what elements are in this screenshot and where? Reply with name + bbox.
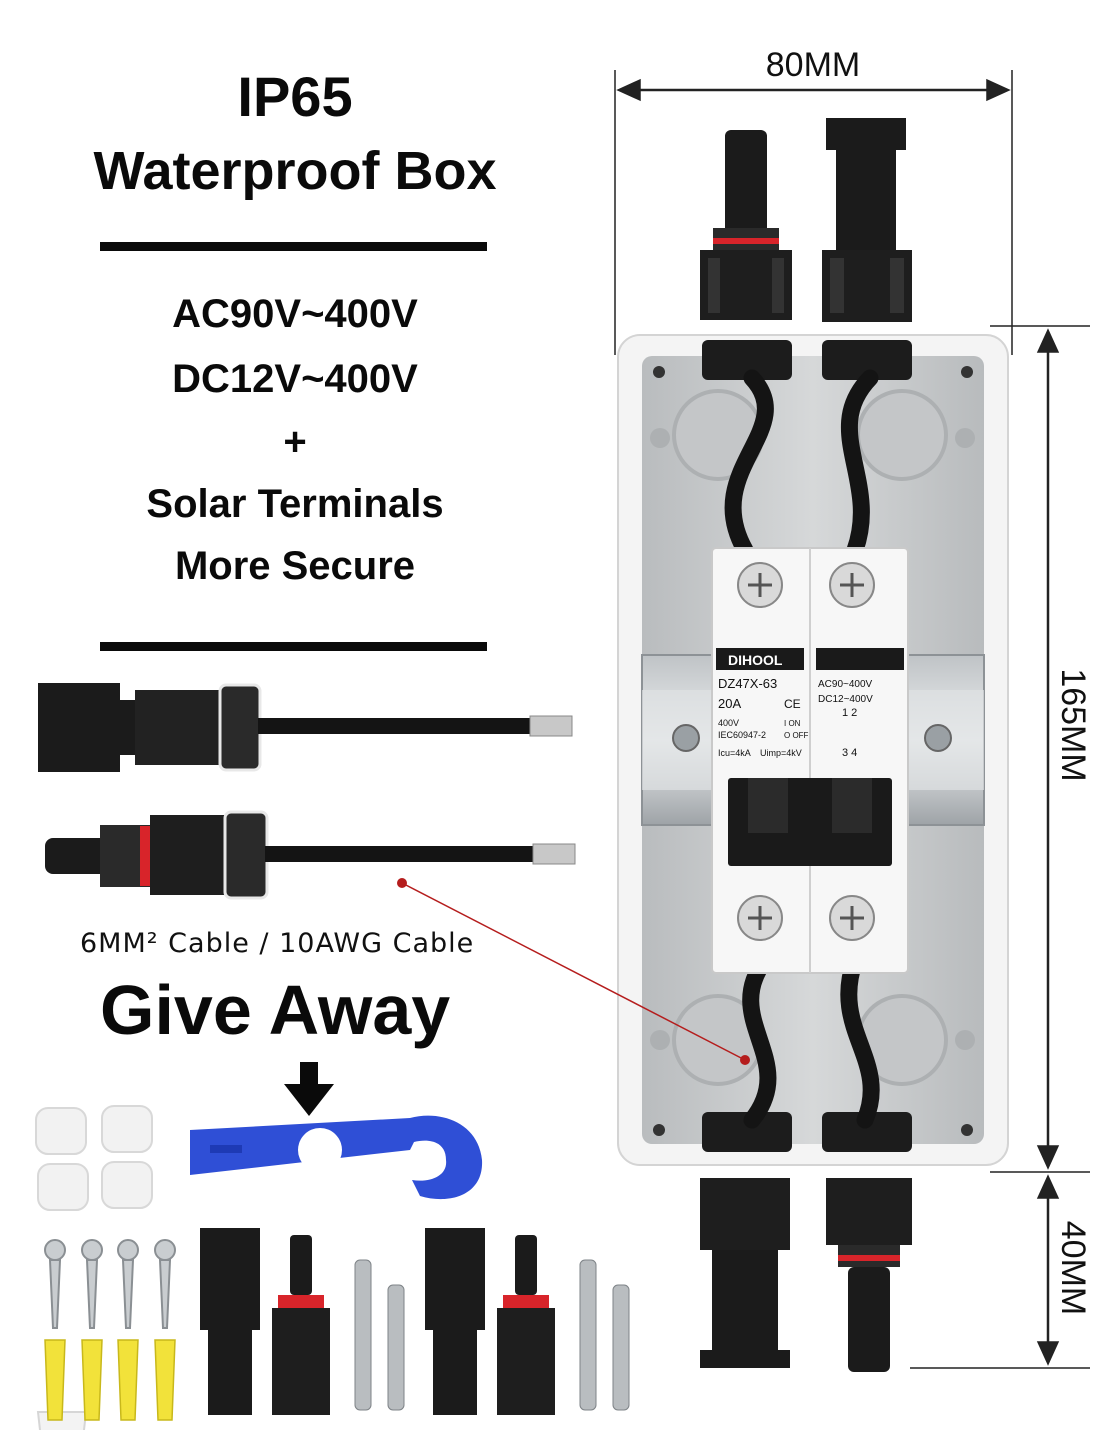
cable-label: 6MM² Cable / 10AWG Cable xyxy=(80,928,475,959)
pointer-line xyxy=(397,878,750,1065)
breaker-ac-range: AC90~400V xyxy=(818,679,873,690)
breaker-dc-range: DC12~400V xyxy=(818,694,873,705)
give-away-title: Give Away xyxy=(100,971,451,1049)
headline-waterproof-box: Waterproof Box xyxy=(93,141,497,201)
spec-plus: + xyxy=(283,420,307,464)
dimension-height-label: 165MM xyxy=(1054,668,1092,781)
wrench-icon xyxy=(190,1115,483,1200)
breaker-ce: CE xyxy=(784,697,801,711)
bottom-female-connector xyxy=(700,1178,790,1368)
wall-anchors xyxy=(44,1339,176,1421)
breaker-standard: IEC60947-2 xyxy=(718,730,766,740)
breaker-brand: DIHOOL xyxy=(728,652,783,668)
breaker-on-label: I ON xyxy=(784,719,801,728)
spare-connectors xyxy=(200,1228,630,1415)
internal-cables xyxy=(724,369,880,1129)
breaker-uimp: Uimp=4kV xyxy=(760,748,802,758)
rubber-grommets xyxy=(35,1105,153,1211)
headline-ip65: IP65 xyxy=(237,65,353,128)
breaker-voltage: 400V xyxy=(718,718,739,728)
spec-dc-range: DC12V~400V xyxy=(172,357,418,401)
breaker-poles-bottom: 3 4 xyxy=(842,747,857,759)
divider-bottom xyxy=(100,642,487,651)
left-male-connector xyxy=(45,810,576,900)
dimension-connector xyxy=(910,1174,1090,1369)
top-male-connector xyxy=(700,130,792,320)
left-female-connector xyxy=(38,683,573,772)
breaker-labels: DIHOOL DZ47X-63 20A CE AC90~400V DC12~40… xyxy=(718,652,873,759)
spec-solar-terminals: Solar Terminals xyxy=(146,482,444,526)
breaker-poles-top: 1 2 xyxy=(842,707,857,719)
spec-ac-range: AC90V~400V xyxy=(172,292,418,336)
spec-more-secure: More Secure xyxy=(174,544,416,588)
dimension-width xyxy=(614,70,1013,355)
dimension-width-label: 80MM xyxy=(766,46,860,84)
breaker-icu: Icu=4kA xyxy=(718,748,751,758)
bottom-male-connector xyxy=(826,1178,912,1372)
breaker-rating: 20A xyxy=(718,696,741,711)
top-female-connector xyxy=(822,118,912,322)
divider-top xyxy=(100,242,487,251)
breaker-model: DZ47X-63 xyxy=(718,676,777,691)
down-arrow-icon xyxy=(284,1062,334,1116)
dimension-height xyxy=(990,325,1090,1173)
circuit-breaker xyxy=(711,547,909,974)
breaker-off-label: O OFF xyxy=(784,731,809,740)
dimension-connector-label: 40MM xyxy=(1054,1221,1092,1315)
screws xyxy=(44,1239,176,1329)
